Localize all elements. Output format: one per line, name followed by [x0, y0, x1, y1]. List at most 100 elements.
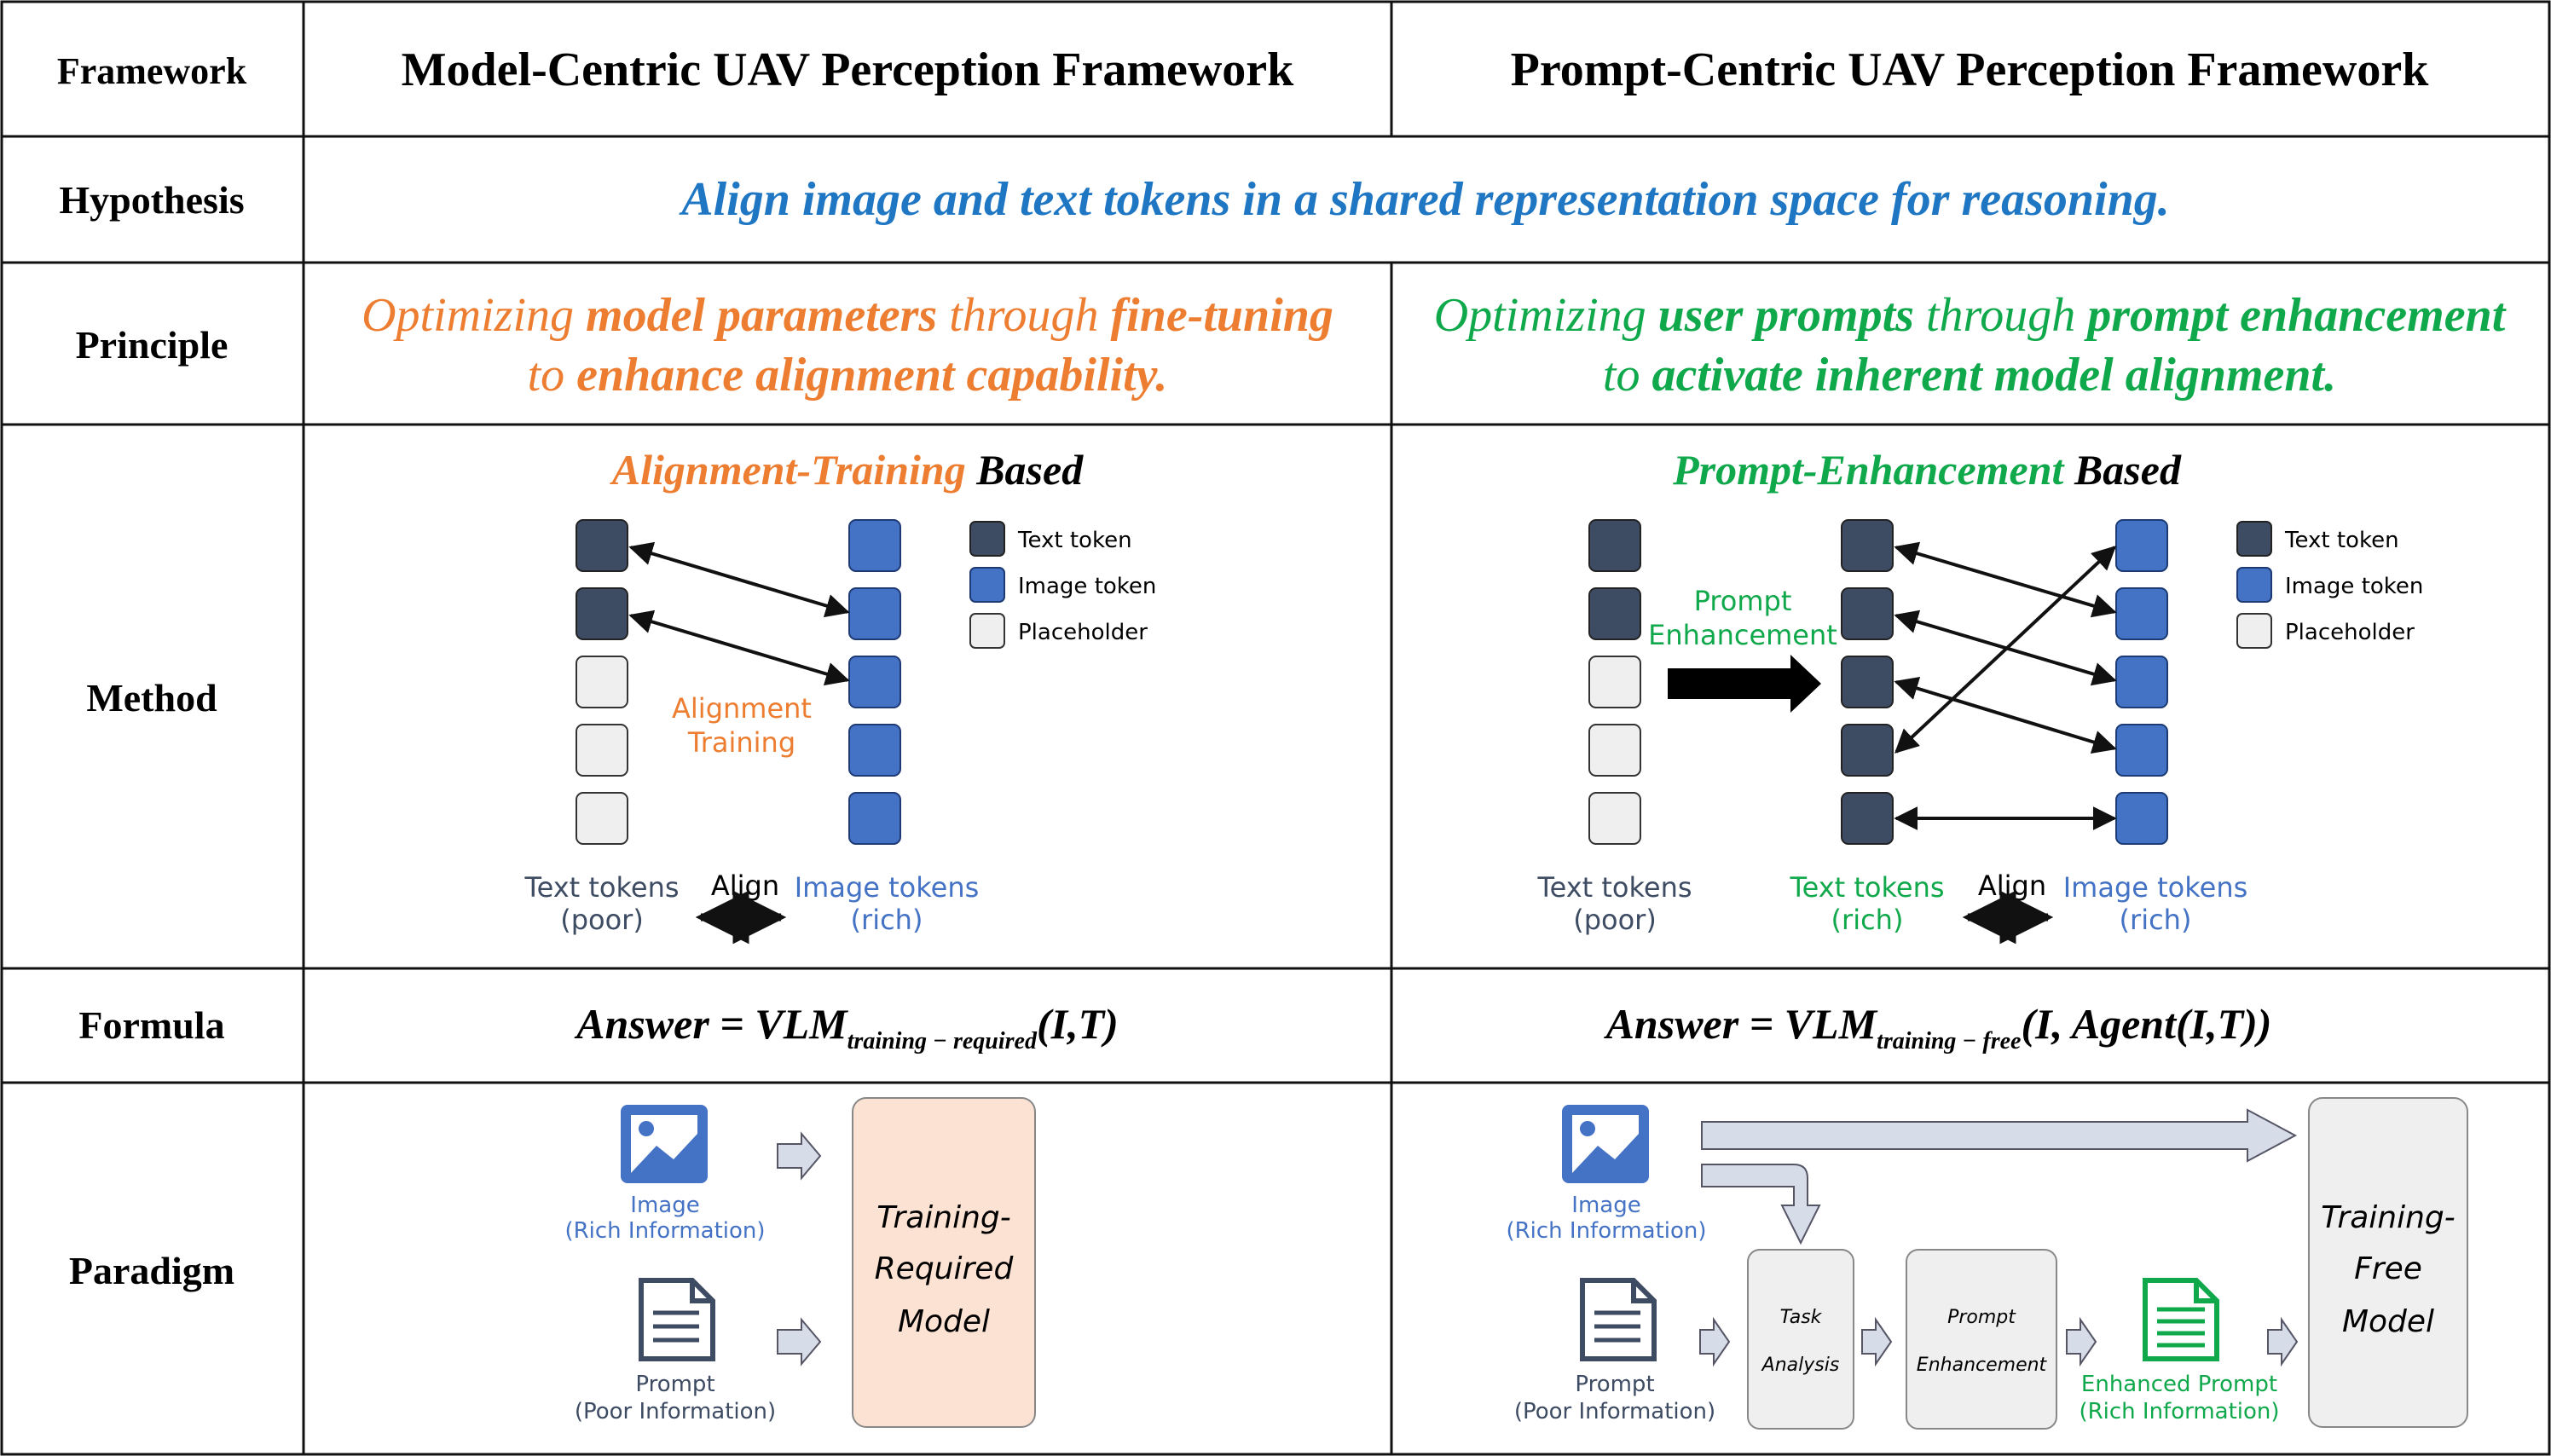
flow-arrow: [1699, 1316, 1731, 1367]
placeholder-token: [1588, 724, 1641, 777]
alignment-training-label: Training: [687, 726, 795, 759]
paradigm-right: Image (Rich Information) Prompt (Poor In…: [1506, 1097, 2468, 1430]
text-token: [1588, 519, 1641, 572]
flow-arrow-elbow: [1701, 1164, 1821, 1245]
task-analysis-label: Analysis: [1761, 1355, 1840, 1376]
task-analysis-box: [1747, 1249, 1854, 1430]
image-label: (Rich Information): [1506, 1218, 1706, 1244]
flow-arrow: [2267, 1316, 2299, 1367]
prompt-enhancement-label: Enhancement: [1648, 619, 1837, 651]
flow-arrow: [777, 1131, 822, 1181]
legend-placeholder: Placeholder: [2285, 620, 2415, 645]
prompt-label: (Poor Information): [575, 1399, 776, 1424]
principle-left-line2: to enhance alignment capability.: [528, 349, 1168, 402]
row-label-paradigm: Paradigm: [69, 1249, 234, 1292]
image-tokens-label: (rich): [851, 904, 923, 936]
legend-placeholder: Placeholder: [1018, 620, 1148, 645]
row-label-principle: Principle: [76, 323, 228, 367]
principle-right-line2: to activate inherent model alignment.: [1603, 349, 2336, 402]
prompt-enhancement-box-label: Enhancement: [1917, 1355, 2048, 1376]
alignment-training-label: Alignment: [672, 692, 812, 725]
formula-right: Answer = VLMtraining − free(I, Agent(I,T…: [1604, 1000, 2272, 1054]
principle-left: Optimizing model parameters through fine…: [362, 289, 1333, 402]
model-label: Free: [2354, 1251, 2422, 1286]
align-label: Align: [1978, 870, 2046, 902]
text-token: [1841, 792, 1894, 845]
image-token: [848, 519, 901, 572]
placeholder-token: [576, 724, 628, 777]
image-icon: [1562, 1105, 1649, 1183]
method-left-title: Alignment-Training Based: [610, 446, 1084, 494]
text-token: [1841, 656, 1894, 708]
image-token: [848, 792, 901, 845]
legend: Text token Image token Placeholder: [969, 521, 1156, 649]
method-left: Alignment-Training Based Alignment Train…: [524, 446, 1156, 945]
alignment-arrow: [1894, 676, 2117, 754]
image-label: Image: [630, 1193, 699, 1218]
image-token: [2115, 792, 2168, 845]
text-tokens-poor-label: Text tokens: [1536, 871, 1692, 904]
paradigm-left: Image (Rich Information) Prompt (Poor In…: [564, 1097, 1036, 1428]
image-token: [2115, 587, 2168, 640]
image-tokens-label: (rich): [2120, 904, 2192, 936]
text-tokens-label: Text tokens: [524, 871, 679, 904]
image-token: [2115, 519, 2168, 572]
text-tokens-rich-label: (rich): [1831, 904, 1904, 936]
image-token: [2115, 724, 2168, 777]
image-icon: [621, 1105, 708, 1183]
model-label: Training-: [876, 1200, 1011, 1235]
prompt-label: Prompt: [1575, 1372, 1654, 1397]
legend-text-token: Text token: [1017, 528, 1132, 553]
image-label: (Rich Information): [564, 1218, 765, 1244]
image-token: [2115, 656, 2168, 708]
model-label: Required: [875, 1251, 1015, 1286]
model-label: Training-: [2321, 1200, 2456, 1235]
text-token: [1841, 519, 1894, 572]
text-token: [1841, 724, 1894, 777]
enhanced-prompt-label: Enhanced Prompt: [2081, 1372, 2277, 1397]
training-required-model-box: [852, 1097, 1036, 1428]
flow-arrow: [1861, 1316, 1893, 1367]
image-label: Image: [1571, 1193, 1640, 1218]
text-tokens-rich-label: Text tokens: [1789, 871, 1944, 904]
text-token: [576, 519, 628, 572]
principle-right: Optimizing user prompts through prompt e…: [1434, 289, 2507, 402]
prompt-enhancement-box-label: Prompt: [1947, 1307, 2016, 1328]
image-tokens-label: Image tokens: [795, 871, 980, 904]
align-label: Align: [711, 870, 779, 902]
formula-left: Answer = VLMtraining − required(I,T): [574, 1000, 1119, 1054]
formula-left-text: Answer = VLMtraining − required(I,T): [574, 1000, 1119, 1054]
flow-arrow-long: [1701, 1108, 2298, 1163]
row-label-method: Method: [86, 676, 217, 719]
legend: Text token Image token Placeholder: [2236, 521, 2423, 649]
placeholder-token: [1588, 792, 1641, 845]
alignment-arrow: [1894, 546, 2117, 754]
flow-arrow: [777, 1317, 822, 1366]
image-tokens-label: Image tokens: [2063, 871, 2248, 904]
legend-text-token: Text token: [2284, 528, 2399, 553]
text-token: [1841, 587, 1894, 640]
image-token: [848, 587, 901, 640]
principle-left-line1: Optimizing model parameters through fine…: [362, 289, 1333, 342]
flow-arrow: [2066, 1316, 2097, 1367]
image-token: [848, 656, 901, 708]
text-tokens-poor-label: (poor): [1573, 904, 1657, 936]
placeholder-token: [576, 792, 628, 845]
header-model-centric: Model-Centric UAV Perception Framework: [402, 43, 1294, 96]
hypothesis-text: Align image and text tokens in a shared …: [679, 173, 2170, 226]
formula-right-text: Answer = VLMtraining − free(I, Agent(I,T…: [1604, 1000, 2272, 1054]
placeholder-token: [576, 656, 628, 708]
model-label: Model: [2342, 1304, 2434, 1339]
prompt-enhancement-box: [1906, 1249, 2057, 1430]
image-token: [848, 724, 901, 777]
legend-image-token: Image token: [1018, 574, 1156, 599]
placeholder-token: [1588, 656, 1641, 708]
prompt-label: (Poor Information): [1514, 1399, 1715, 1424]
text-token: [576, 587, 628, 640]
text-tokens-label: (poor): [560, 904, 644, 936]
enhanced-document-icon: [2143, 1278, 2219, 1361]
alignment-arrow: [628, 610, 850, 686]
method-right-title: Prompt-Enhancement Based: [1672, 446, 2182, 494]
